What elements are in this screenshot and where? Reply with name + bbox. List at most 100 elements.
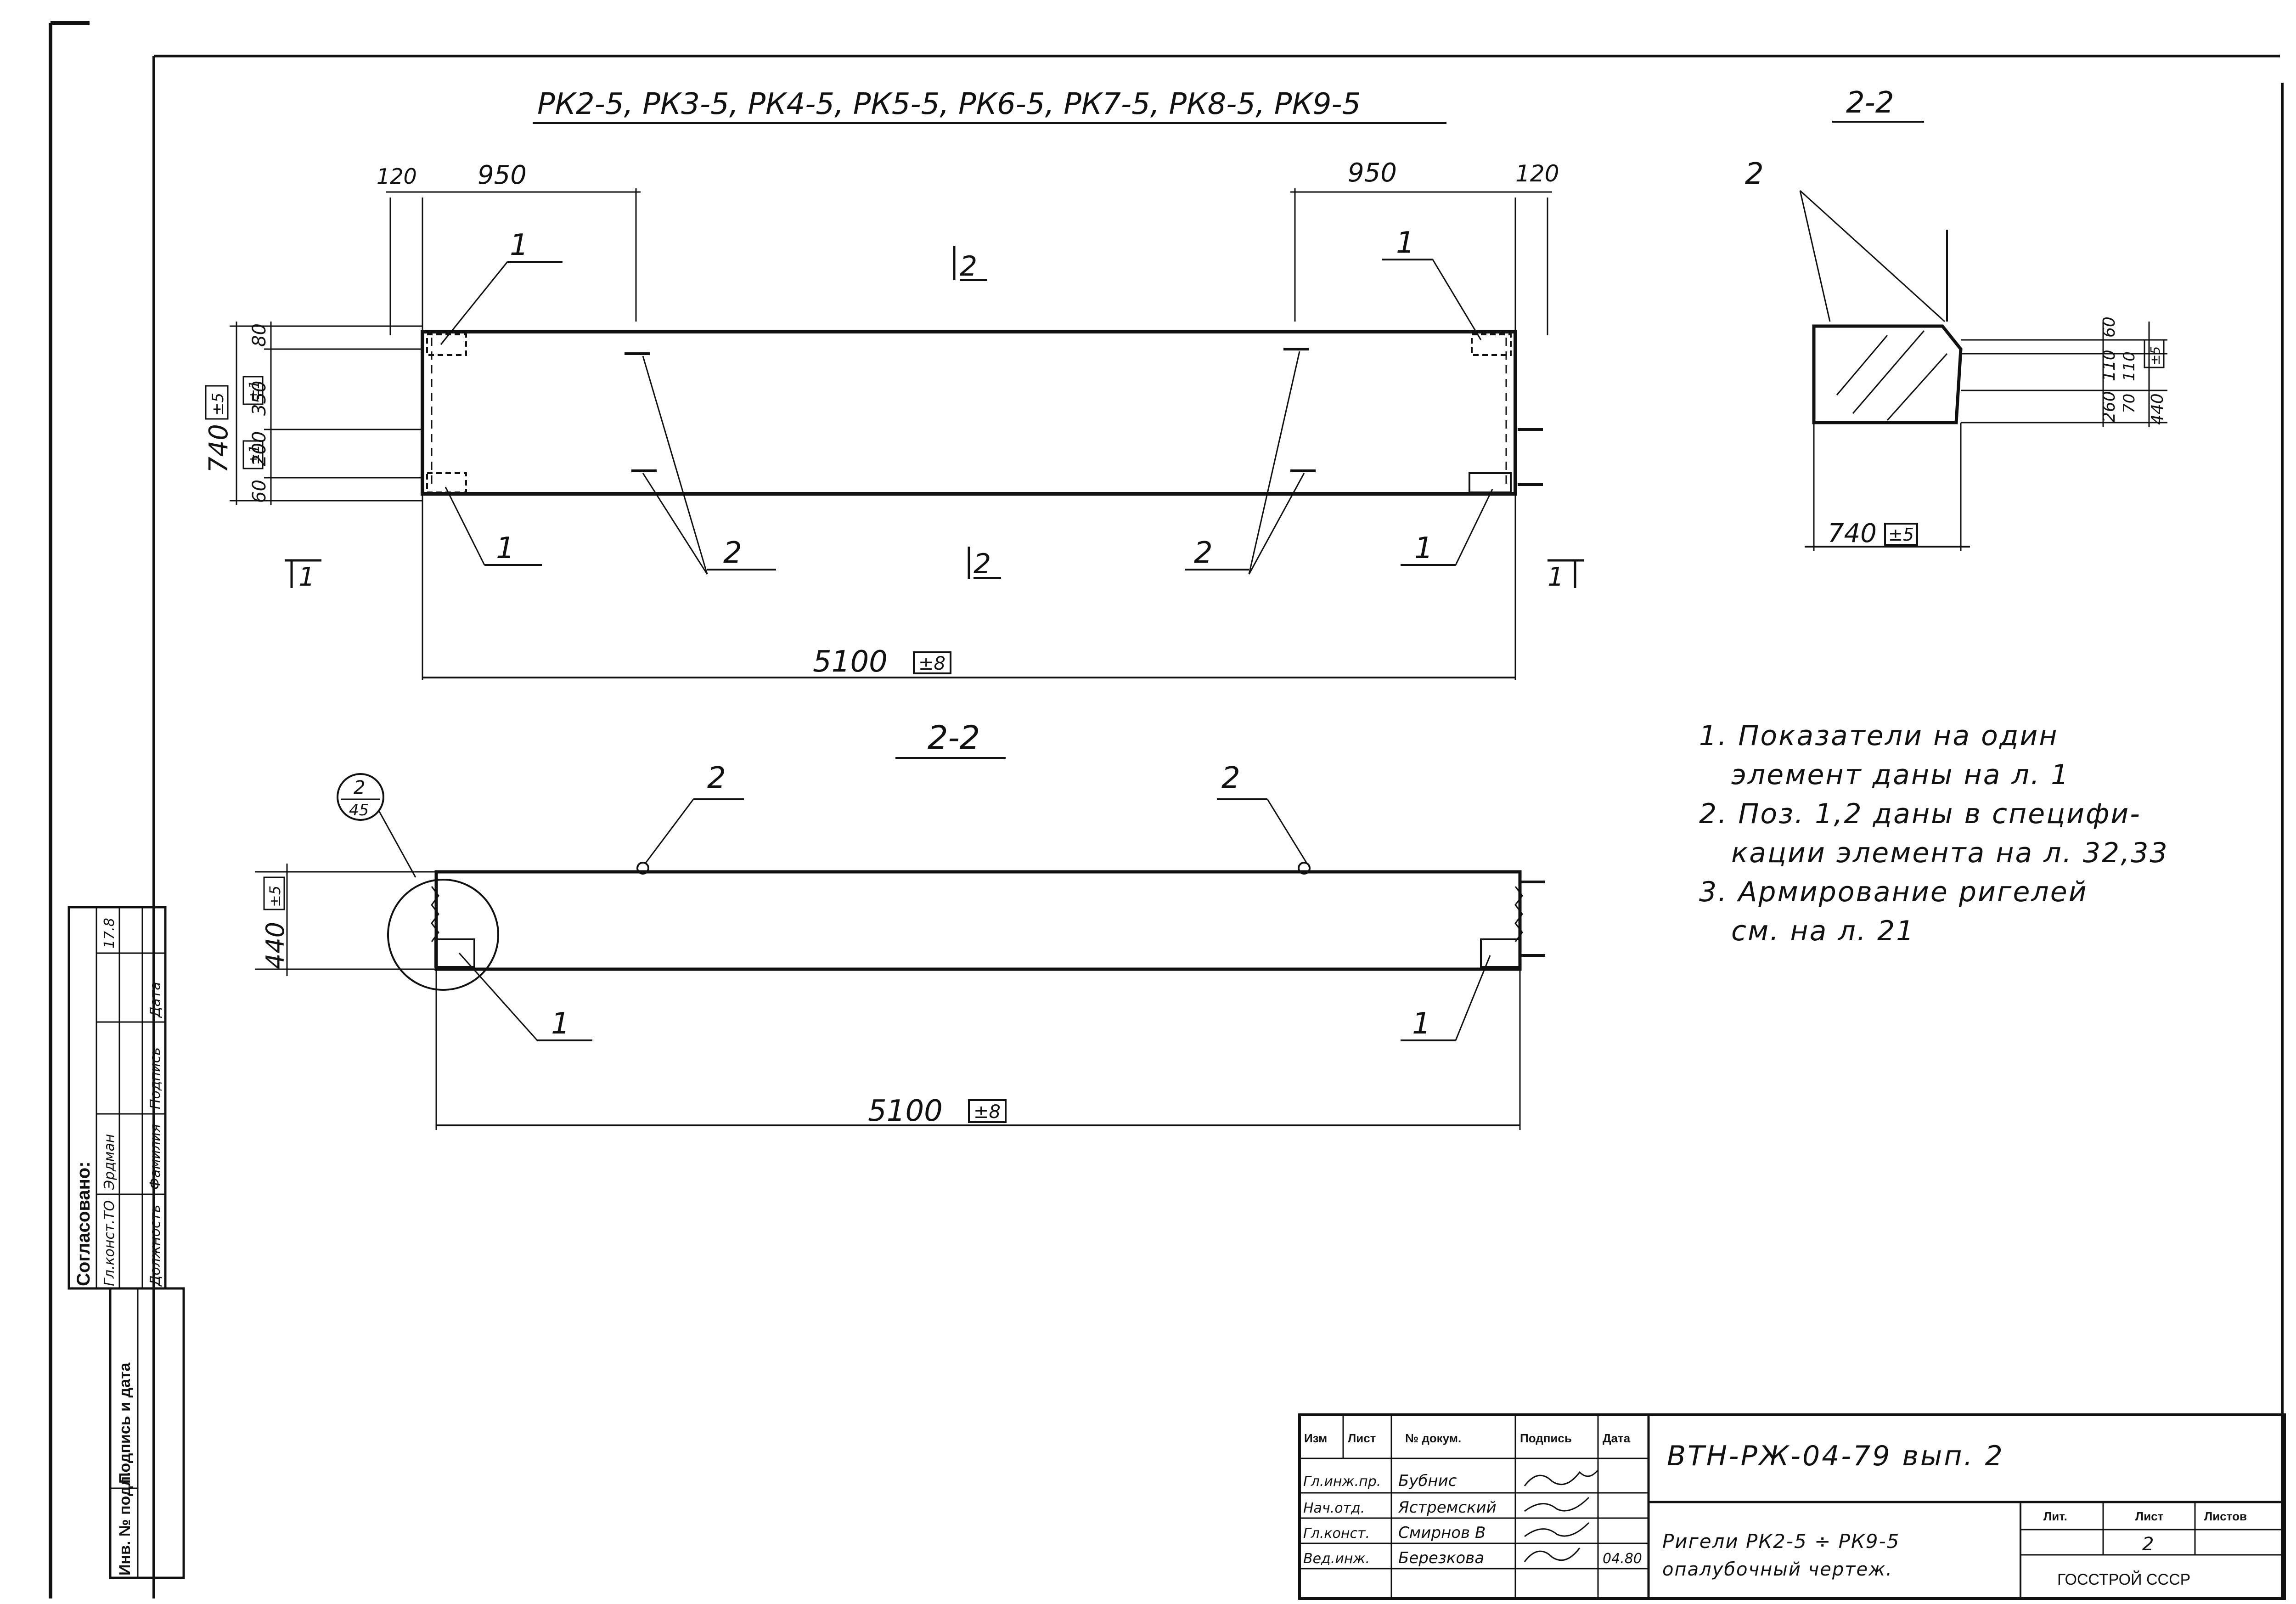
svg-text:120: 120 (377, 164, 417, 189)
svg-text:70: 70 (2120, 394, 2138, 413)
header-title: РК2-5, РК3-5, РК4-5, РК5-5, РК6-5, РК7-5… (537, 87, 1361, 121)
embedded-plate-icon (1480, 938, 1521, 968)
lifting-loop-icon (636, 862, 649, 875)
note-1-line-1: 1. Показатели на один (1699, 720, 2059, 752)
svg-text:Нач.отд.: Нач.отд. (1303, 1500, 1365, 1516)
svg-text:5100: 5100 (813, 645, 888, 679)
signature-icon (1524, 1548, 1581, 1562)
svg-text:Гл.инж.пр.: Гл.инж.пр. (1303, 1474, 1381, 1490)
svg-text:2: 2 (1194, 536, 1213, 570)
plan-view: 120 950 950 120 5100 ±8 740 ±5 80 350 20… (204, 158, 1584, 680)
svg-text:1: 1 (1396, 226, 1415, 260)
title-block: Изм Лист № докум. Подпись Дата Гл.инж.пр… (1298, 1413, 2286, 1600)
elevation-title: 2-2 (928, 719, 980, 757)
svg-text:120: 120 (1515, 160, 1559, 187)
svg-text:950: 950 (1348, 158, 1397, 188)
sheet-frame (49, 21, 2284, 1598)
svg-text:Листов: Листов (2204, 1509, 2247, 1523)
svg-text:1: 1 (496, 531, 515, 565)
note-3-line-1: 3. Армирование ригелей (1699, 876, 2088, 908)
svg-text:60: 60 (2100, 316, 2119, 338)
svg-text:110: 110 (2120, 351, 2138, 381)
svg-text:±1: ±1 (247, 445, 263, 465)
svg-text:950: 950 (478, 160, 527, 190)
organization: ГОССТРОЙ СССР (2057, 1571, 2190, 1588)
embedded-plate-icon (426, 333, 467, 356)
svg-text:±5: ±5 (209, 393, 227, 416)
signature-icon (1524, 1469, 1599, 1486)
svg-text:±5: ±5 (266, 886, 284, 907)
cross-section-outline (1812, 324, 1963, 424)
svg-text:350: 350 (249, 381, 270, 416)
svg-text:110: 110 (2100, 350, 2119, 381)
svg-text:1: 1 (1548, 562, 1564, 592)
svg-text:Изм: Изм (1304, 1431, 1327, 1445)
svg-text:Подпись: Подпись (1520, 1431, 1572, 1445)
svg-text:17.8: 17.8 (101, 918, 118, 949)
drawing-subtitle: опалубочный чертеж. (1662, 1559, 1893, 1580)
svg-text:1: 1 (1414, 531, 1433, 565)
note-2-line-2: кации элемента на л. 32,33 (1731, 837, 2169, 869)
detail-circle-icon (387, 879, 499, 991)
svg-text:2: 2 (960, 250, 977, 282)
svg-text:Подпись и дата: Подпись и дата (116, 1362, 134, 1484)
svg-text:60: 60 (249, 480, 270, 503)
general-notes: 1. Показатели на один элемент даны на л.… (1699, 717, 2273, 951)
svg-text:Ястремский: Ястремский (1398, 1498, 1497, 1517)
svg-text:Березкова: Березкова (1398, 1549, 1484, 1567)
svg-text:2: 2 (1745, 157, 1764, 191)
svg-text:±1: ±1 (247, 380, 263, 401)
svg-text:Бубнис: Бубнис (1398, 1472, 1457, 1490)
lifting-loop-icon (1298, 862, 1311, 875)
signature-icon (1524, 1497, 1590, 1512)
svg-text:±5: ±5 (2148, 346, 2163, 365)
svg-text:Должность: Должность (147, 1204, 163, 1287)
beam-elevation-outline (434, 870, 1522, 971)
svg-text:1: 1 (1412, 1007, 1431, 1041)
svg-text:Гл.конст.ТО: Гл.конст.ТО (101, 1200, 118, 1286)
svg-text:1: 1 (551, 1007, 570, 1041)
svg-text:Смирнов В: Смирнов В (1398, 1524, 1486, 1542)
svg-text:Лист: Лист (1348, 1431, 1376, 1445)
note-3-line-2: см. на л. 21 (1731, 915, 1915, 947)
svg-text:Лит.: Лит. (2043, 1509, 2067, 1523)
svg-text:Вед.инж.: Вед.инж. (1303, 1551, 1370, 1567)
svg-text:Инв. № подл.: Инв. № подл. (116, 1472, 134, 1576)
node-marker-icon (337, 773, 384, 821)
svg-text:±8: ±8 (918, 653, 945, 674)
note-2-line-1: 2. Поз. 1,2 даны в специфи- (1699, 798, 2141, 830)
svg-text:45: 45 (349, 801, 369, 819)
svg-text:200: 200 (249, 431, 270, 466)
embedded-plate-icon (1469, 472, 1512, 493)
svg-text:±5: ±5 (1888, 525, 1914, 545)
svg-text:Подпись: Подпись (147, 1047, 163, 1109)
svg-text:№ докум.: № докум. (1405, 1431, 1461, 1445)
svg-text:Фамилия: Фамилия (147, 1124, 163, 1190)
beam-plan-outline (421, 330, 1517, 496)
svg-text:Дата: Дата (1603, 1431, 1631, 1445)
side-stamp: Согласовано: Гл.конст.ТО Эрдман 17.8 Дол… (68, 906, 185, 1579)
svg-text:5100: 5100 (868, 1094, 943, 1128)
svg-text:Лист: Лист (2135, 1509, 2164, 1523)
section-title: 2-2 (1846, 86, 1894, 120)
embedded-plate-icon (426, 472, 467, 493)
svg-text:2: 2 (974, 548, 991, 580)
svg-text:±8: ±8 (974, 1101, 1001, 1123)
svg-text:2: 2 (2142, 1534, 2154, 1555)
svg-text:1: 1 (298, 562, 315, 592)
elevation-view: 2-2 2 45 2 2 1 1 440 ±5 (255, 719, 1545, 1130)
embedded-plate-icon (434, 938, 475, 968)
signature-icon (1524, 1522, 1590, 1537)
svg-text:2: 2 (354, 777, 365, 798)
svg-text:80: 80 (249, 323, 270, 347)
svg-text:Гл.конст.: Гл.конст. (1303, 1525, 1370, 1542)
stamp-title: Согласовано: (73, 1161, 94, 1286)
svg-text:740: 740 (1828, 519, 1877, 548)
svg-text:740: 740 (204, 424, 234, 473)
note-1-line-2: элемент даны на л. 1 (1731, 759, 2070, 791)
svg-text:Эрдман: Эрдман (101, 1134, 118, 1190)
svg-text:440: 440 (261, 922, 290, 969)
doc-code: ВТН-РЖ-04-79 вып. 2 (1667, 1440, 2004, 1472)
drawing-title: Ригели РК2-5 ÷ РК9-5 (1662, 1530, 1900, 1553)
